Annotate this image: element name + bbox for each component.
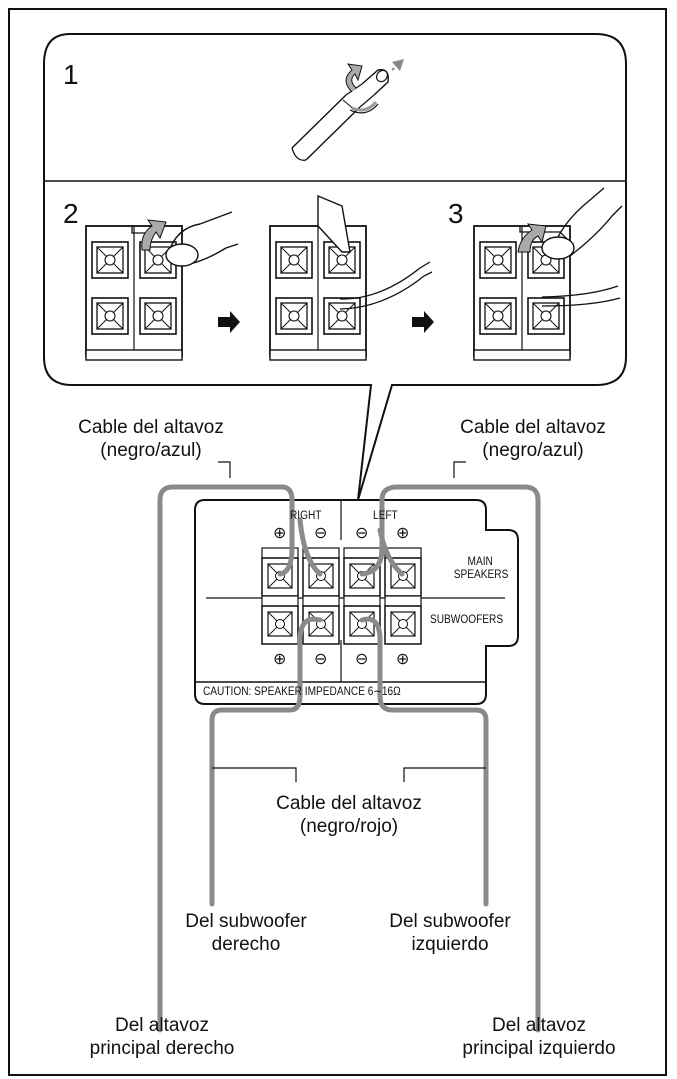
main-speakers-label: MAIN SPEAKERS (452, 556, 509, 582)
cable-label-right-line2: (negro/azul) (482, 440, 584, 461)
sub-left-line1: Del subwoofer (389, 911, 511, 932)
sub-right-line1: Del subwoofer (185, 911, 307, 932)
speaker-cables (157, 484, 541, 1033)
cable-label-center-line2: (negro/rojo) (299, 816, 399, 837)
main-left-label: Del altavoz principal izquierdo (434, 1014, 644, 1060)
cable-twist-illustration (291, 59, 404, 161)
cable-label-left: Cable del altavoz (negro/azul) (46, 416, 256, 462)
caution-label: CAUTION: SPEAKER IMPEDANCE 6∼16Ω (203, 686, 401, 698)
main-speakers-line2: SPEAKERS (453, 569, 509, 581)
subwoofers-label: SUBWOOFERS (430, 614, 504, 626)
plus-symbol: ⊕ (396, 651, 410, 668)
main-right-label: Del altavoz principal derecho (62, 1014, 262, 1060)
cable-main-right-inner (297, 517, 323, 577)
plus-symbol: ⊕ (273, 651, 287, 668)
cable-main-left-inner (377, 527, 405, 577)
step-number-3: 3 (448, 198, 464, 229)
minus-symbol: ⊖ (355, 651, 369, 668)
cable-sub-right (209, 616, 323, 907)
cable-label-center: Cable del altavoz (negro/rojo) (244, 792, 454, 838)
main-right-line2: principal derecho (89, 1038, 235, 1059)
minus-symbol: ⊖ (355, 525, 369, 542)
main-left-line2: principal izquierdo (462, 1038, 616, 1059)
sub-right-line2: derecho (211, 934, 281, 955)
plus-symbol: ⊕ (396, 525, 410, 542)
cable-main-left (359, 484, 541, 1033)
cable-main-right (157, 484, 295, 1033)
terminal-block-close-lever (474, 187, 623, 360)
cable-label-left-line1: Cable del altavoz (78, 417, 224, 438)
cable-label-right-line1: Cable del altavoz (460, 417, 606, 438)
label-leaders (212, 461, 486, 782)
sub-left-line2: izquierdo (411, 934, 489, 955)
left-channel-label: LEFT (373, 510, 398, 522)
cable-label-center-line1: Cable del altavoz (276, 793, 422, 814)
minus-symbol: ⊖ (314, 651, 328, 668)
terminal-block-insert-wire (270, 194, 433, 360)
main-left-line1: Del altavoz (492, 1015, 586, 1036)
minus-symbol: ⊖ (314, 525, 328, 542)
diagram-frame (8, 8, 667, 1076)
main-speakers-line1: MAIN (467, 556, 493, 568)
terminal-block-open-lever (86, 211, 239, 360)
step-number-1: 1 (63, 59, 79, 90)
sub-right-label: Del subwoofer derecho (156, 910, 336, 956)
sub-left-label: Del subwoofer izquierdo (360, 910, 540, 956)
plus-symbol: ⊕ (273, 525, 287, 542)
cable-label-right: Cable del altavoz (negro/azul) (428, 416, 638, 462)
cable-sub-left (359, 616, 489, 907)
main-right-line1: Del altavoz (115, 1015, 209, 1036)
step-number-2: 2 (63, 198, 79, 229)
right-channel-label: RIGHT (290, 510, 322, 522)
cable-label-left-line2: (negro/azul) (100, 440, 202, 461)
